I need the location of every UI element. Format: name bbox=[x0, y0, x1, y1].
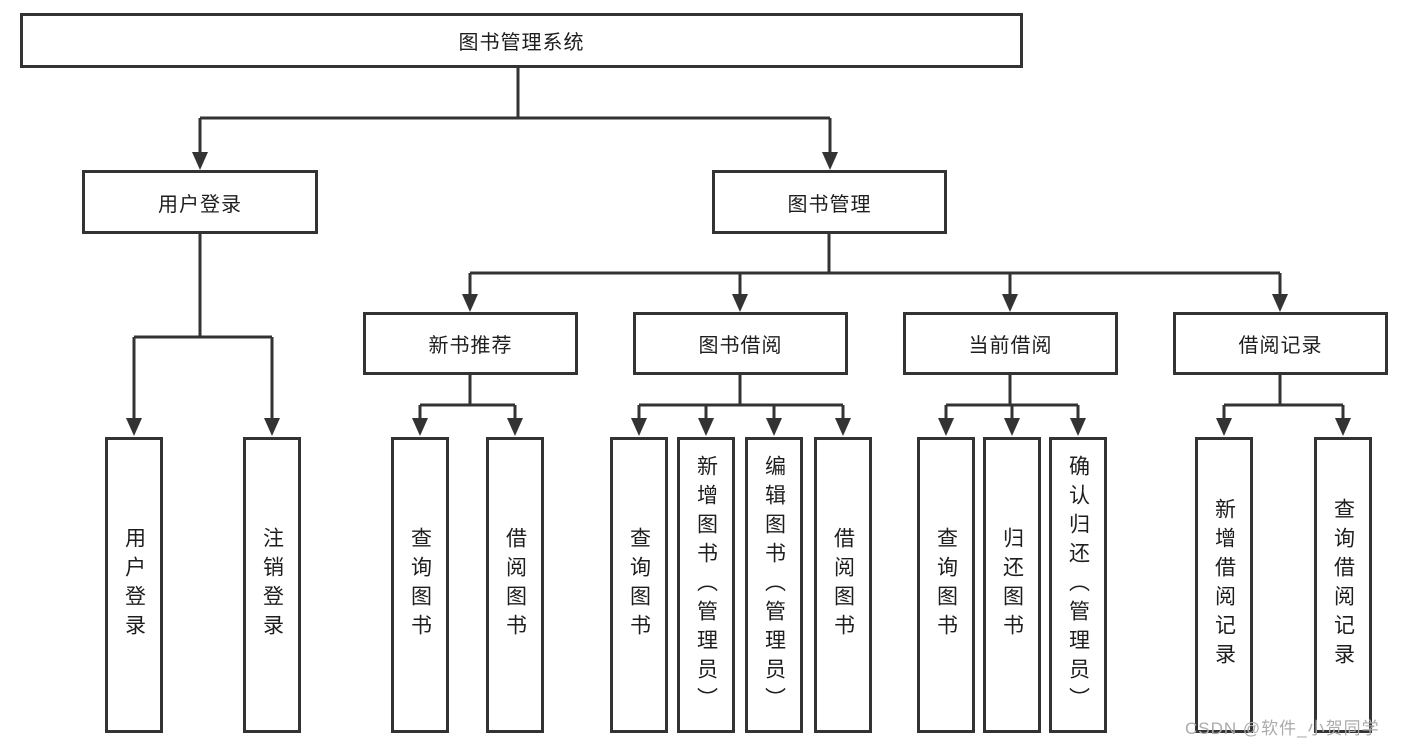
node-user-login: 用户登录 bbox=[82, 170, 318, 234]
node-book-borrow: 图书借阅 bbox=[633, 312, 848, 375]
leaf-add-books-admin: 新增图书（管理员） bbox=[677, 437, 735, 733]
leaf-return-books: 归还图书 bbox=[983, 437, 1041, 733]
node-borrow-record: 借阅记录 bbox=[1173, 312, 1388, 375]
leaf-query-books-recommend: 查询图书 bbox=[391, 437, 449, 733]
leaf-query-books-current: 查询图书 bbox=[917, 437, 975, 733]
leaf-user-login: 用户登录 bbox=[105, 437, 163, 733]
arrowheads bbox=[126, 152, 1351, 436]
leaf-confirm-return-admin: 确认归还（管理员） bbox=[1049, 437, 1107, 733]
leaf-add-borrow-record: 新增借阅记录 bbox=[1195, 437, 1253, 733]
leaf-query-borrow-record: 查询借阅记录 bbox=[1314, 437, 1372, 733]
node-new-book-recommend: 新书推荐 bbox=[363, 312, 578, 375]
csdn-watermark: CSDN @软件_小贺同学 bbox=[1185, 719, 1380, 738]
leaf-borrow-books: 借阅图书 bbox=[814, 437, 872, 733]
node-book-management: 图书管理 bbox=[712, 170, 947, 234]
leaf-borrow-books-recommend: 借阅图书 bbox=[486, 437, 544, 733]
leaf-query-books-borrow: 查询图书 bbox=[610, 437, 668, 733]
node-root-system: 图书管理系统 bbox=[20, 13, 1023, 68]
leaf-logout: 注销登录 bbox=[243, 437, 301, 733]
leaf-edit-books-admin: 编辑图书（管理员） bbox=[745, 437, 803, 733]
node-current-borrow: 当前借阅 bbox=[903, 312, 1118, 375]
